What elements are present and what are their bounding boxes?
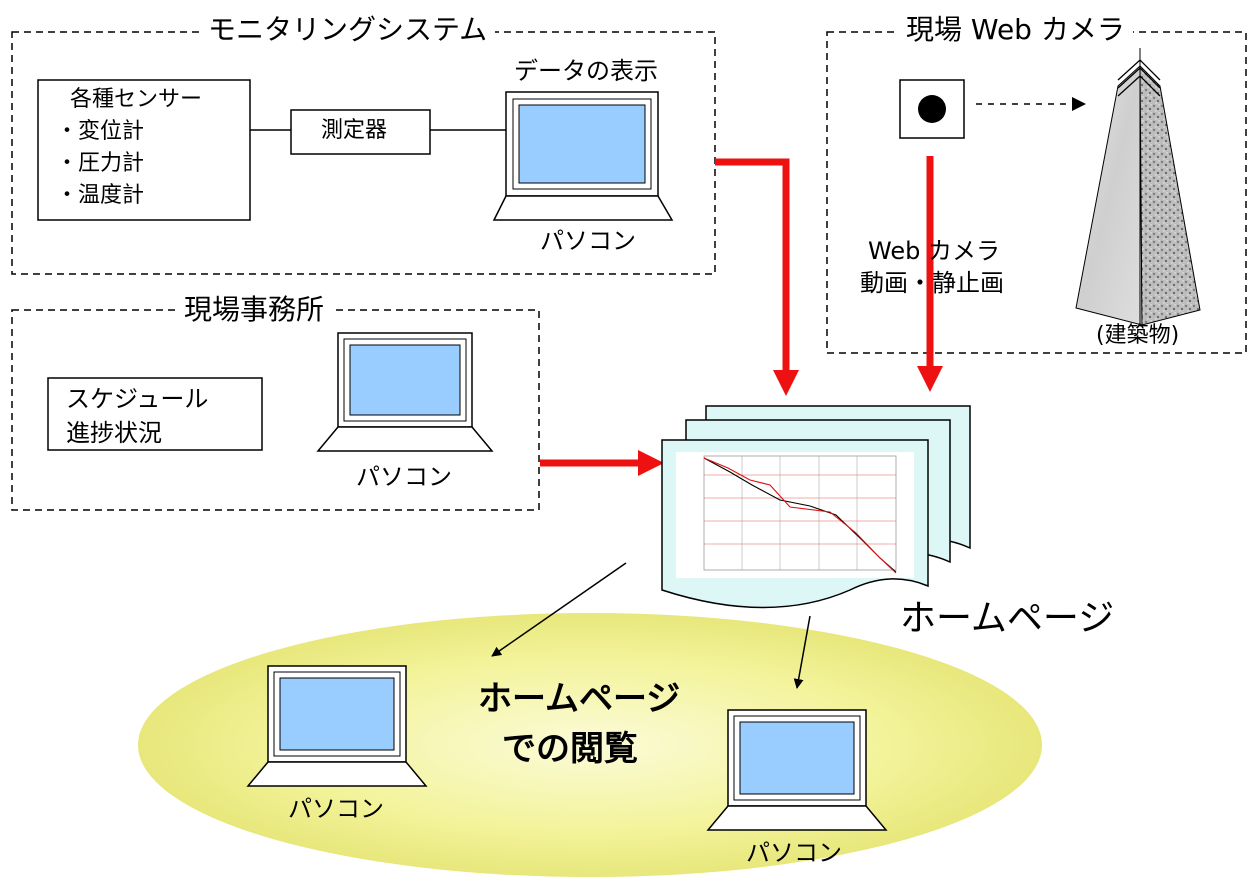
data-display-label: データの表示: [514, 57, 658, 85]
homepage-to-left-viewer-arrow: [491, 562, 627, 657]
red-arrowhead-monitoring: [773, 370, 799, 396]
homepage-to-right-viewer-arrow: [793, 615, 811, 689]
site-office-group: [11, 309, 540, 511]
viewer-right-pc-label: パソコン: [746, 839, 842, 867]
viewer-left-pc-label: パソコン: [288, 795, 384, 823]
monitoring-system-title: モニタリングシステム: [200, 12, 496, 47]
meter-label: 測定器: [321, 118, 388, 143]
progress-label: 進捗状況: [66, 419, 162, 447]
red-arrowhead-office: [638, 450, 664, 476]
webcam-icon: [899, 79, 965, 139]
viewing-label-line2: での閲覧: [502, 729, 638, 769]
sensor-temperature: ・温度計: [56, 183, 145, 208]
monitoring-pc-label: パソコン: [540, 227, 636, 255]
sensors-header: 各種センサー: [70, 87, 203, 112]
sensor-pressure: ・圧力計: [56, 151, 145, 176]
office-pc-label: パソコン: [356, 463, 452, 491]
schedule-box: [47, 377, 263, 451]
meter-box: [290, 109, 431, 155]
red-arrows: [540, 156, 934, 467]
camera-arrow-head: [1072, 97, 1086, 111]
laptop-viewer-left: [246, 665, 428, 787]
webcam-media-label: 動画・静止画: [860, 269, 1004, 297]
building-label: (建築物): [1096, 323, 1180, 348]
site-camera-title: 現場 Web カメラ: [898, 12, 1133, 47]
sensor-displacement: ・変位計: [56, 119, 145, 144]
homepage-pages: [661, 405, 971, 609]
site-office-title: 現場事務所: [176, 292, 333, 327]
schedule-label: スケジュール: [66, 385, 209, 413]
viewing-label-line1: ホームページ: [478, 679, 681, 719]
homepage-label: ホームページ: [900, 598, 1115, 639]
red-arrowhead-camera: [917, 366, 943, 392]
sensors-box: [37, 79, 251, 221]
laptop-monitoring: [492, 91, 674, 221]
red-arrow-monitoring: [715, 158, 790, 372]
building-icon: [1075, 48, 1201, 326]
laptop-office: [316, 332, 494, 452]
laptop-viewer-right: [706, 709, 888, 831]
webcam-label: Web カメラ: [868, 237, 1000, 265]
